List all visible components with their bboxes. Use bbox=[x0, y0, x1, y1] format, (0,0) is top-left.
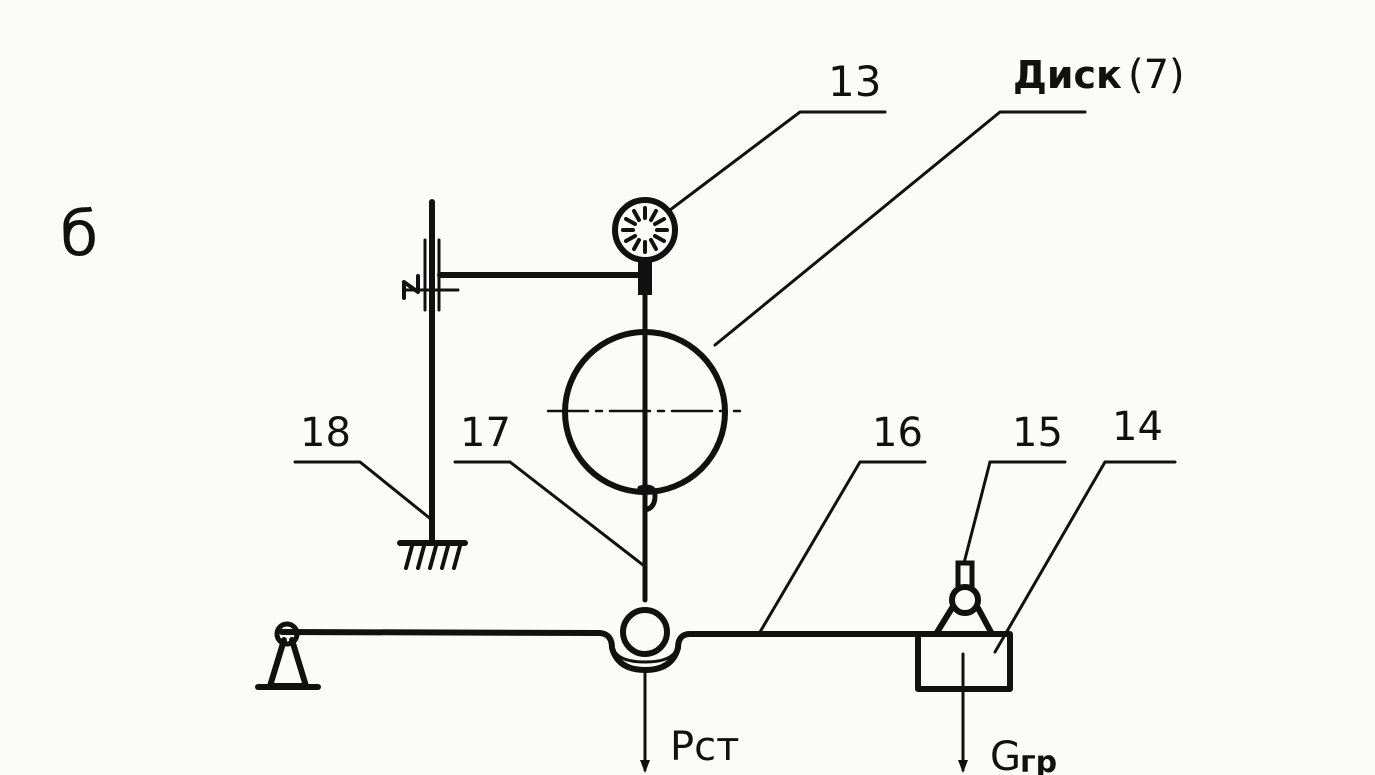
label-13: 13 bbox=[828, 57, 881, 106]
label-14: 14 bbox=[1112, 404, 1163, 450]
label-18: 18 bbox=[300, 410, 351, 456]
force-arrows bbox=[640, 652, 968, 773]
label-16: 16 bbox=[872, 410, 923, 456]
figure-letter: б bbox=[60, 197, 98, 270]
leader-lines bbox=[293, 110, 1177, 654]
label-p-force: Рст bbox=[670, 724, 739, 770]
stand-18 bbox=[397, 199, 643, 570]
label-g-force-sub: гр bbox=[1020, 745, 1057, 775]
label-disk-num: (7) bbox=[1128, 52, 1185, 98]
label-g-force: G bbox=[990, 734, 1021, 775]
label-disk-word: Диск bbox=[1013, 53, 1122, 97]
disk-7 bbox=[546, 292, 742, 603]
label-15: 15 bbox=[1012, 410, 1063, 456]
load-weight-14 bbox=[915, 560, 1013, 692]
dial-indicator-13 bbox=[612, 197, 678, 295]
lever-16 bbox=[255, 607, 923, 690]
label-17: 17 bbox=[460, 410, 511, 456]
